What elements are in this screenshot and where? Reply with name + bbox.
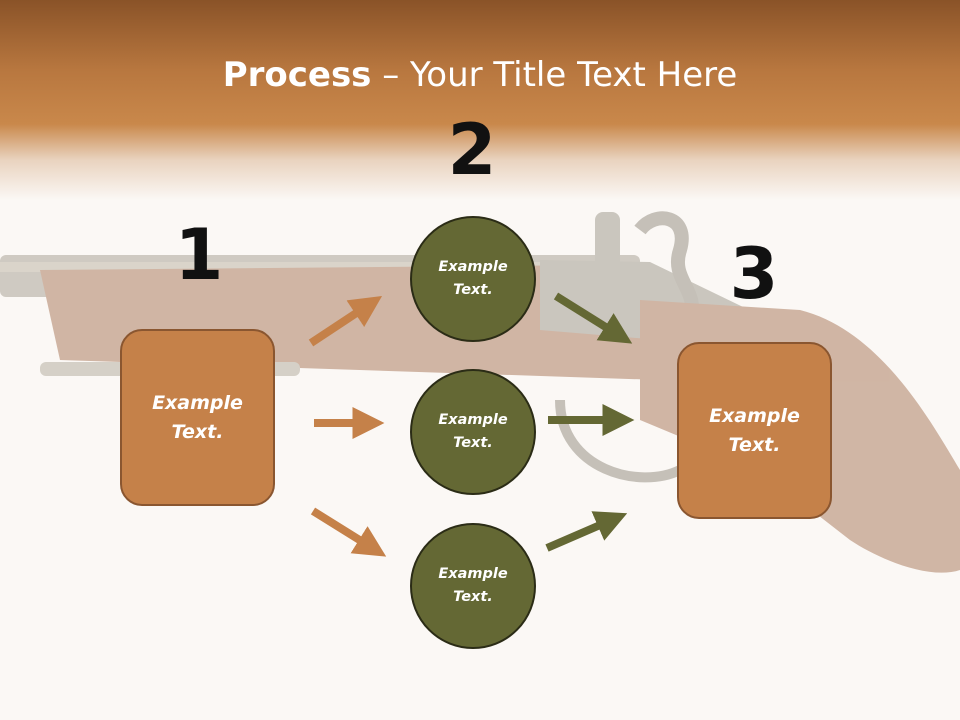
left-process-box[interactable]: Example Text. [120,329,275,506]
right-process-box[interactable]: Example Text. [677,342,832,519]
arrow-top-to-right [553,292,633,344]
step-number-1: 1 [174,214,224,296]
left-box-label: Example Text. [152,391,243,443]
circle-top-label: Example Text. [438,259,508,298]
slide-title: Process – Your Title Text Here [0,52,960,98]
right-box-label: Example Text. [709,404,800,456]
circle-bottom-label: Example Text. [438,566,508,605]
title-band [0,0,960,200]
title-rest: – Your Title Text Here [371,55,738,95]
arrow-left-to-bottom [310,507,387,557]
arrow-bottom-to-right [545,511,628,552]
title-bold: Process [222,55,372,95]
process-circle-bottom[interactable]: Example Text. [410,523,536,649]
step-number-3: 3 [729,233,779,315]
process-circle-middle[interactable]: Example Text. [410,369,536,495]
arrow-left-to-top [308,296,383,347]
circle-middle-label: Example Text. [438,412,508,451]
step-number-2: 2 [447,109,497,191]
process-circle-top[interactable]: Example Text. [410,216,536,342]
